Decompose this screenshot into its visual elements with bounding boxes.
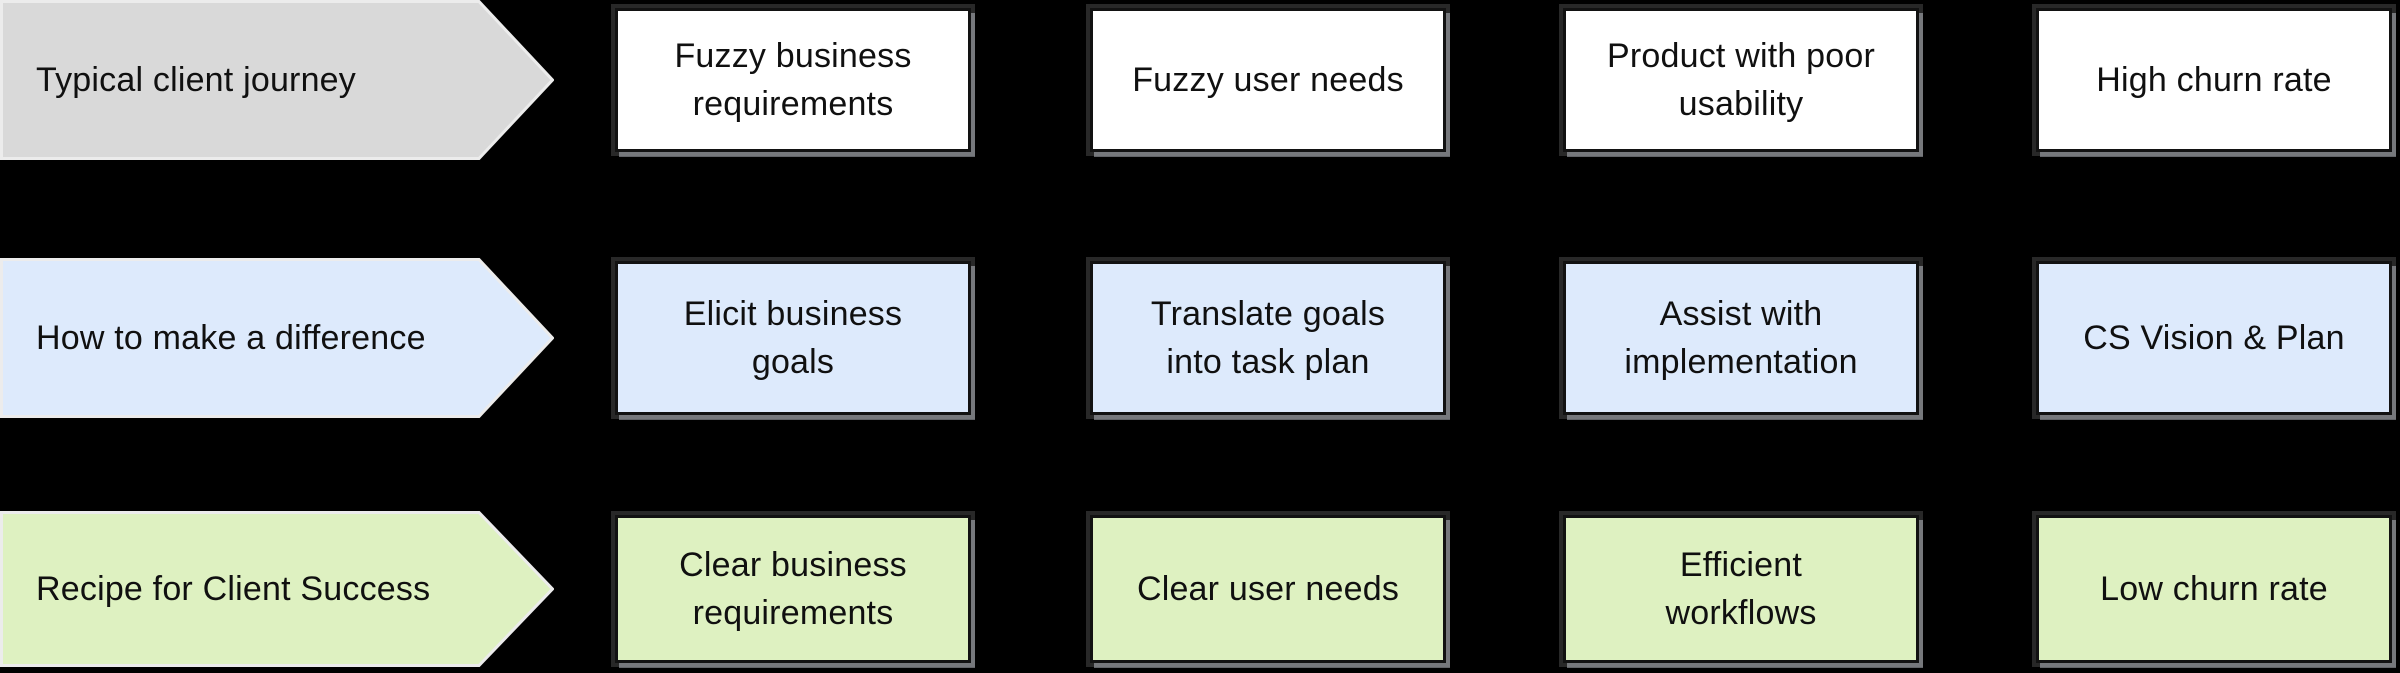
stage-box: Fuzzy user needs: [1090, 8, 1446, 152]
stage-box-text: Low churn rate: [2100, 565, 2328, 613]
row-label: Recipe for Client Success: [36, 569, 431, 608]
arrow-pentagon-shape: [0, 0, 554, 160]
row-label: Typical client journey: [36, 60, 356, 99]
stage-box: Fuzzy business requirements: [615, 8, 971, 152]
stage-box-text: Clear user needs: [1137, 565, 1399, 613]
stage-box: Clear user needs: [1090, 515, 1446, 663]
stage-box: High churn rate: [2036, 8, 2392, 152]
stage-box-line: Product with poor: [1607, 37, 1875, 75]
stage-box-text: Translate goals into task plan: [1151, 290, 1385, 386]
stage-box: Low churn rate: [2036, 515, 2392, 663]
stage-box-line: implementation: [1624, 343, 1858, 381]
stage-box-text: Fuzzy user needs: [1132, 56, 1404, 104]
stage-box-line: Clear user needs: [1136, 570, 1400, 608]
stage-box-line: usability: [1678, 85, 1804, 123]
arrow-polygon: [2, 512, 553, 665]
stage-box-text: Clear business requirements: [679, 541, 907, 637]
stage-box-line: Translate goals: [1150, 295, 1386, 333]
stage-box-text: Fuzzy business requirements: [674, 32, 911, 128]
stage-box: Product with poor usability: [1563, 8, 1919, 152]
row-label-arrow: [0, 0, 554, 160]
stage-box-line: CS Vision & Plan: [2083, 319, 2345, 357]
diagram-row-typical-client-journey: Typical client journey Fuzzy business req…: [0, 0, 2400, 160]
stage-box-text: Elicit business goals: [684, 290, 902, 386]
arrow-polygon: [2, 260, 553, 417]
stage-box-line: Assist with: [1659, 295, 1823, 333]
diagram-row-how-to-make-a-difference: How to make a difference Elicit business…: [0, 258, 2400, 418]
stage-box-text: CS Vision & Plan: [2083, 314, 2345, 362]
stage-box-line: High churn rate: [2096, 61, 2332, 99]
stage-box-line: workflows: [1665, 594, 1817, 632]
stage-box-line: Fuzzy business: [674, 37, 912, 75]
stage-box: CS Vision & Plan: [2036, 261, 2392, 415]
stage-box-text: High churn rate: [2096, 56, 2331, 104]
stage-box-line: goals: [751, 343, 835, 381]
stage-box: Assist with implementation: [1563, 261, 1919, 415]
stage-box-line: Efficient: [1679, 546, 1803, 584]
stage-box-line: requirements: [692, 85, 894, 123]
stage-box-text: Efficient workflows: [1665, 541, 1816, 637]
stage-box-line: requirements: [692, 594, 894, 632]
row-label-arrow: [0, 258, 554, 418]
arrow-pentagon-shape: [0, 511, 554, 667]
stage-box: Clear business requirements: [615, 515, 971, 663]
stage-box-line: Clear business: [679, 546, 907, 584]
stage-box-line: into task plan: [1166, 343, 1370, 381]
stage-box: Elicit business goals: [615, 261, 971, 415]
stage-box-line: Low churn rate: [2100, 570, 2328, 608]
stage-box-line: Fuzzy user needs: [1132, 61, 1404, 99]
arrow-pentagon-shape: [0, 258, 554, 418]
row-label: How to make a difference: [36, 318, 426, 357]
stage-box: Efficient workflows: [1563, 515, 1919, 663]
arrow-polygon: [2, 2, 553, 159]
row-label-arrow: [0, 511, 554, 667]
diagram-row-recipe-for-client-success: Recipe for Client Success Clear business…: [0, 511, 2400, 667]
stage-box: Translate goals into task plan: [1090, 261, 1446, 415]
stage-box-line: Elicit business: [683, 295, 903, 333]
stage-box-text: Product with poor usability: [1607, 32, 1875, 128]
stage-box-text: Assist with implementation: [1624, 290, 1857, 386]
